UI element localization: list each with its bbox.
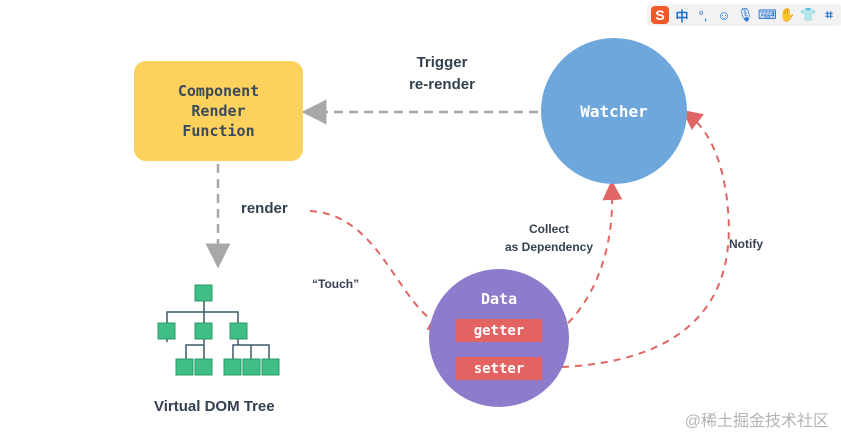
trigger-rerender-label: Trigger re-render (392, 52, 492, 96)
touch-arrow (309, 210, 449, 332)
keyboard-icon[interactable]: ⌨ (758, 7, 777, 22)
component-render-function-box: Component Render Function (134, 61, 303, 161)
virtual-dom-tree-icon (157, 284, 280, 376)
data-label: Data (480, 290, 518, 308)
punctuation-toggle[interactable]: °, (698, 7, 708, 23)
emoji-icon[interactable]: ☺ (717, 7, 731, 23)
render-label: render (241, 200, 288, 217)
sogou-logo-icon[interactable]: S (651, 6, 669, 24)
collect-dependency-arrow (567, 180, 623, 324)
collect-dependency-label: Collect as Dependency (494, 220, 604, 256)
notify-label: Notify (729, 237, 763, 251)
trigger-line-1: Trigger (416, 54, 468, 71)
component-box-line-1: Component (177, 82, 260, 100)
trigger-line-2: re-render (409, 76, 475, 93)
watcher-label: Watcher (580, 101, 648, 121)
crop-icon[interactable]: ⌗ (825, 7, 833, 22)
component-box-line-2: Render (191, 102, 246, 120)
setter-pill: setter (456, 357, 542, 380)
virtual-dom-tree-label: Virtual DOM Tree (154, 398, 275, 415)
touch-label: “Touch” (312, 277, 360, 291)
collect-line-2: as Dependency (504, 240, 594, 254)
mic-icon[interactable]: 🎙 (737, 7, 754, 22)
ime-toolbar: S 中 °, ☺ 🎙 ⌨ ✋ 👕 ⌗ (647, 4, 841, 26)
ime-language-toggle[interactable]: 中 (675, 8, 689, 24)
watcher-node: Watcher (541, 38, 687, 184)
component-box-line-3: Function (182, 122, 255, 140)
shirt-icon[interactable]: 👕 (800, 7, 817, 22)
hand-icon[interactable]: ✋ (779, 7, 796, 22)
getter-pill: getter (456, 319, 542, 342)
collect-line-1: Collect (528, 222, 569, 236)
watermark: @稀土掘金技术社区 (684, 413, 829, 430)
